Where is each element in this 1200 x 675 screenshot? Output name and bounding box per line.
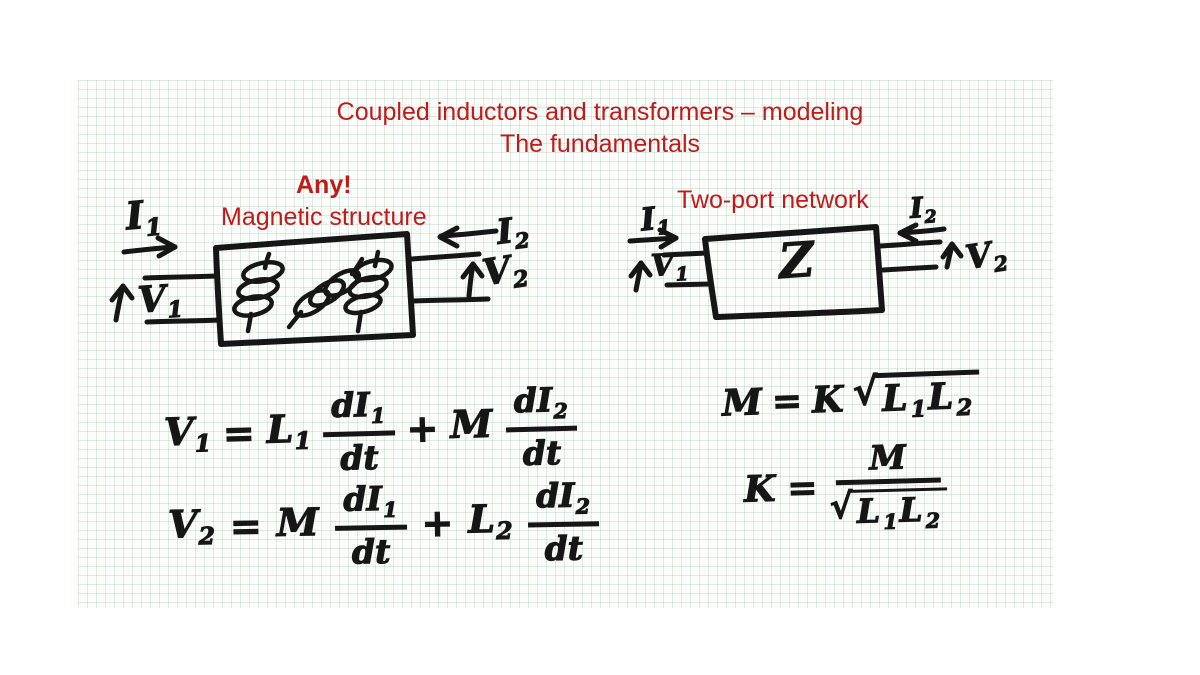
eq4-equals: =: [786, 466, 819, 510]
eq2-equals: =: [229, 503, 263, 550]
eq1-lhs: V1: [163, 408, 212, 459]
left-v1-label: V1: [136, 277, 185, 324]
eq2-fraction-1: dI1 dt: [334, 478, 407, 572]
left-i2-label: I2: [494, 211, 532, 254]
eq3-equals: =: [771, 379, 804, 423]
eq2-plus: +: [421, 499, 455, 546]
right-v2-label: V2: [962, 234, 1010, 278]
eq1-equals: =: [222, 409, 256, 456]
right-i1-label: I1: [638, 201, 672, 241]
eq2-lhs: V2: [167, 501, 216, 552]
eq1-coef1: L1: [266, 405, 312, 456]
impedance-z-label: Z: [777, 231, 817, 291]
left-i1-label: I1: [123, 192, 164, 242]
eq2-coef2: L2: [467, 495, 513, 546]
eq3-coef: K: [811, 377, 845, 422]
eq2-fraction-2: dI2 dt: [526, 475, 600, 569]
eq1-plus: +: [405, 405, 439, 452]
right-v1-label: V1: [649, 247, 690, 286]
page-subtitle: The fundamentals: [499, 130, 701, 158]
eq1-fraction-2: dI2 dt: [504, 380, 578, 474]
eq1-coef2: M: [449, 400, 493, 447]
equation-coupling-coefficient: K = M √ L1L2: [743, 437, 949, 535]
equation-mutual-inductance: M = K √ L1L2: [721, 369, 981, 428]
page-title: Coupled inductors and transformers – mod…: [336, 98, 864, 126]
equation-v1: V1 = L1 dI1 dt + M dI2 dt: [163, 380, 578, 480]
right-i2-label: I2: [908, 190, 938, 228]
two-port-network-label: Two-port network: [677, 186, 869, 214]
magnetic-structure-label: Magnetic structure: [221, 203, 427, 231]
left-v2-label: V2: [479, 248, 531, 295]
equation-v2: V2 = M dI1 dt + L2 dI2 dt: [167, 475, 600, 572]
eq4-fraction: M √ L1L2: [828, 437, 949, 534]
grid-paper-background: [78, 80, 1053, 608]
eq2-coef1: M: [276, 499, 320, 546]
eq4-lhs: K: [743, 467, 776, 511]
eq1-fraction-1: dI1 dt: [321, 384, 396, 478]
eq3-square-root: √ L1L2: [852, 369, 981, 424]
eq3-lhs: M: [721, 380, 763, 425]
any-emphasis-label: Any!: [296, 171, 352, 199]
